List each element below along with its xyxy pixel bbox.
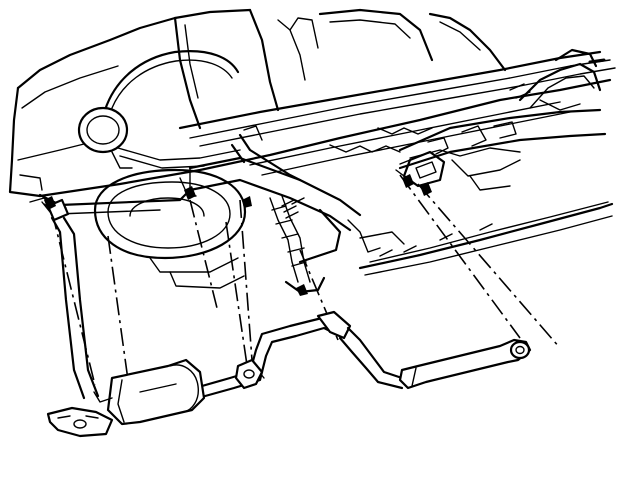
front-hanger: [398, 338, 532, 390]
muffler: [93, 358, 206, 426]
catalytic-converter: [395, 150, 446, 188]
vehicle-underbody: [8, 8, 616, 276]
spare-tire-well: [93, 168, 247, 289]
fuel-filler-neck: [77, 106, 241, 169]
hanger-clips: [44, 174, 432, 296]
intermediate-pipe: [193, 310, 404, 400]
tail-pipe-bracket: [46, 406, 114, 438]
alignment-leaders: [51, 174, 561, 386]
transmission: [398, 48, 607, 191]
tail-pipe: [41, 198, 100, 400]
rear-muffler-hanger: [234, 358, 264, 390]
